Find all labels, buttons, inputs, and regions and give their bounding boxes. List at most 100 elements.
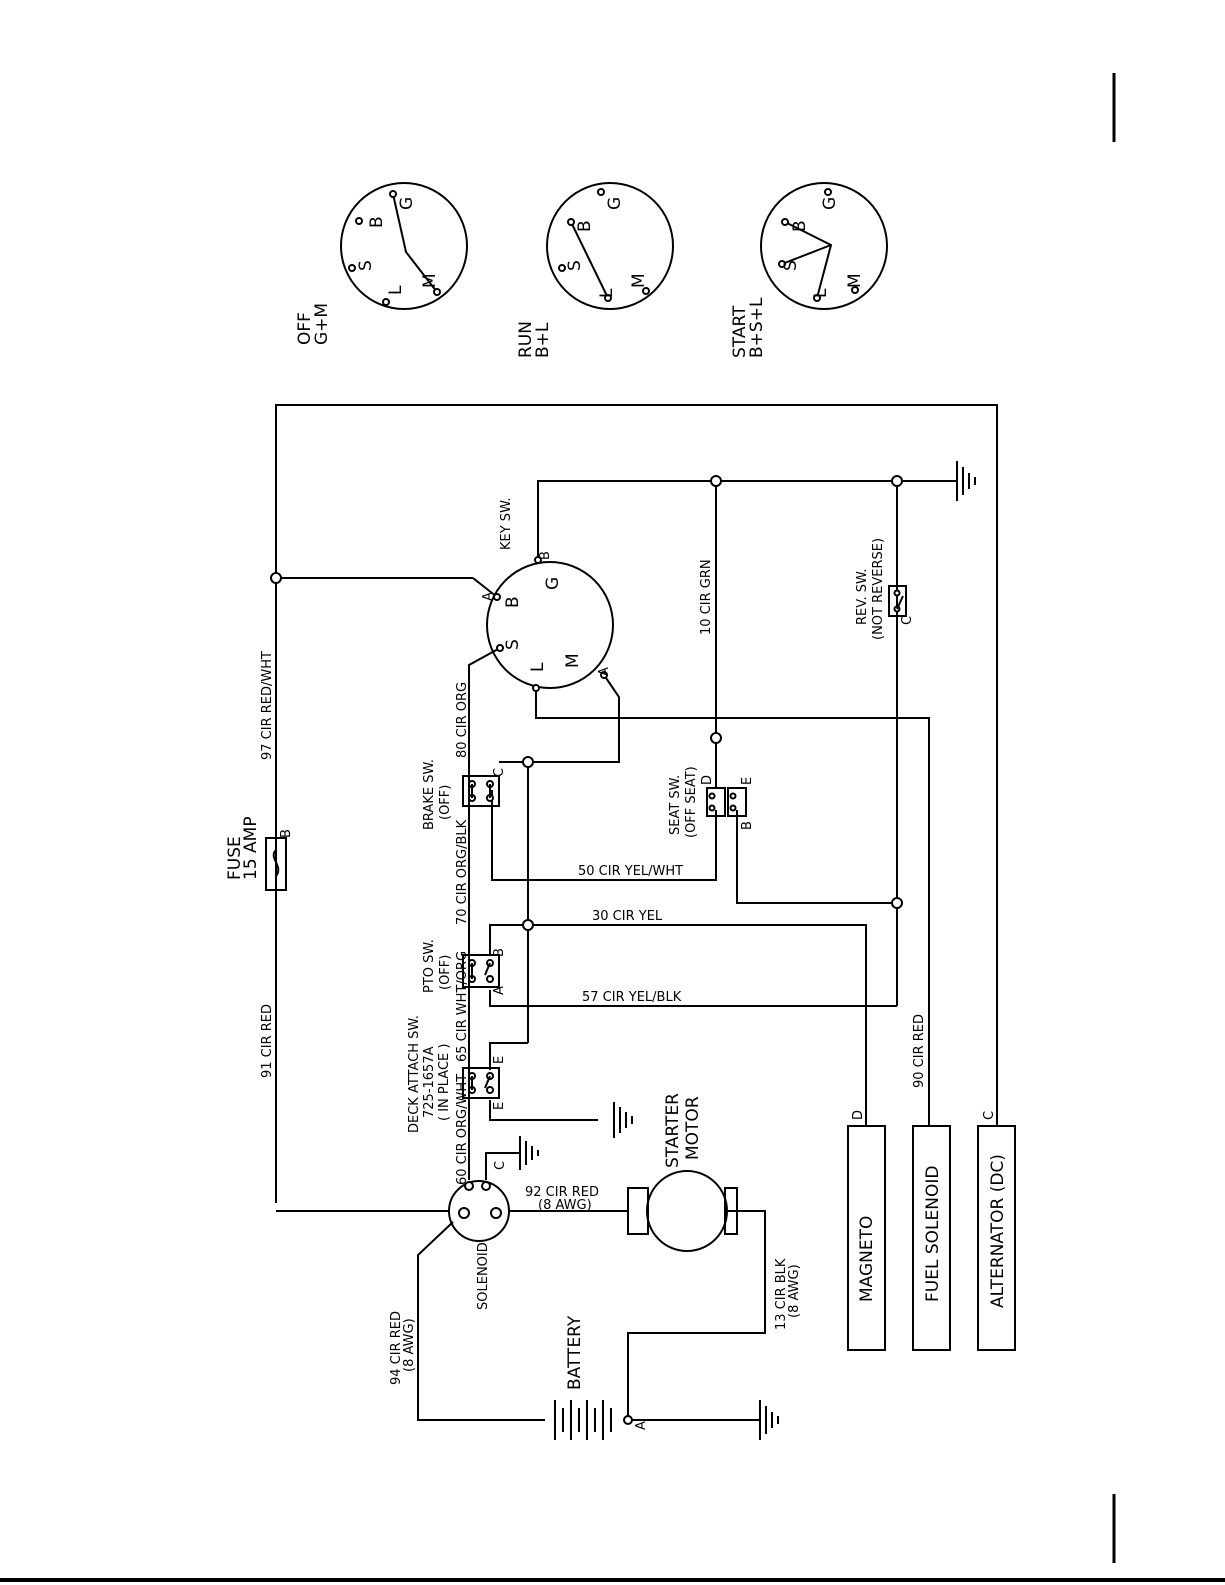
alternator-module: ALTERNATOR (DC) C bbox=[977, 1111, 1016, 1351]
seat-sw-pin-b: B bbox=[740, 821, 755, 830]
fuse: FUSE 15 AMP B bbox=[225, 816, 294, 891]
deck-sw-pin-e2: E bbox=[492, 1102, 507, 1110]
key-position-start-combo: B+S+L bbox=[747, 297, 767, 358]
key-letter-s: S bbox=[503, 639, 523, 650]
brake-sw-label-1: BRAKE SW. bbox=[422, 759, 437, 830]
starter-label-2: MOTOR bbox=[683, 1096, 703, 1160]
alternator-pin-c: C bbox=[982, 1111, 997, 1120]
rev-sw-label-2: (NOT REVERSE) bbox=[871, 538, 886, 640]
key-letter-b: B bbox=[503, 596, 523, 608]
start-letter-b: B bbox=[790, 220, 810, 232]
rev-sw-label-1: REV. SW. bbox=[855, 569, 870, 625]
rev-sw-pin-c: C bbox=[900, 616, 915, 625]
magneto-label: MAGNETO bbox=[857, 1216, 877, 1302]
off-letter-g: G bbox=[397, 197, 417, 210]
key-position-off-combo: G+M bbox=[312, 303, 332, 345]
brake-switch: BRAKE SW. (OFF) C bbox=[422, 759, 507, 830]
wire-label-94-gauge: (8 AWG) bbox=[402, 1318, 417, 1372]
key-position-off: OFF G+M B G S L M bbox=[295, 182, 468, 345]
key-position-run: RUN B+L B G S L M bbox=[516, 182, 674, 358]
battery: BATTERY A bbox=[554, 1315, 649, 1440]
wire-label-30: 30 CIR YEL bbox=[592, 909, 663, 924]
pto-sw-label-1: PTO SW. bbox=[422, 939, 437, 993]
seat-switch: SEAT SW. (OFF SEAT) D E B bbox=[668, 743, 755, 838]
key-position-start-name: START bbox=[730, 305, 750, 358]
deck-sw-label-2: 725-1657A bbox=[422, 1046, 437, 1118]
wire-labels: 97 CIR RED/WHT 91 CIR RED 94 CIR RED (8 … bbox=[260, 559, 927, 1385]
wire-label-97: 97 CIR RED/WHT bbox=[260, 651, 275, 760]
wire-label-90: 90 CIR RED bbox=[912, 1014, 927, 1088]
magneto-pin-d: D bbox=[851, 1110, 866, 1120]
off-letter-b: B bbox=[367, 216, 387, 228]
deck-attach-switch: DECK ATTACH SW. 725-1657A ( IN PLACE ) E… bbox=[407, 1015, 507, 1133]
ground-icon bbox=[759, 1400, 779, 1440]
ground-icon bbox=[613, 1102, 633, 1138]
battery-pin-a: A bbox=[634, 1421, 649, 1430]
wire-label-92: 92 CIR RED bbox=[525, 1185, 599, 1200]
key-pin-a2: A bbox=[597, 667, 612, 676]
run-letter-m: M bbox=[629, 273, 649, 288]
wire-label-80: 80 CIR ORG bbox=[455, 682, 470, 758]
wire-label-50: 50 CIR YEL/WHT bbox=[578, 864, 683, 879]
ground-icon bbox=[519, 1136, 539, 1170]
wire-label-94: 94 CIR RED bbox=[389, 1311, 404, 1385]
solenoid-pin-c: C bbox=[493, 1161, 508, 1170]
run-letter-g: G bbox=[605, 197, 625, 210]
key-switch: B G S L M KEY SW. B A A bbox=[481, 497, 614, 692]
key-position-start: START B+S+L B G S L M bbox=[730, 182, 888, 358]
alternator-label: ALTERNATOR (DC) bbox=[988, 1154, 1008, 1308]
key-pin-b: B bbox=[538, 551, 553, 560]
key-position-run-name: RUN bbox=[516, 321, 536, 358]
start-letter-m: M bbox=[845, 273, 865, 288]
fuse-label-1: FUSE bbox=[225, 836, 245, 880]
seat-sw-pin-d: D bbox=[700, 775, 715, 785]
off-letter-m: M bbox=[420, 273, 440, 288]
starter-motor: STARTER MOTOR bbox=[627, 1093, 738, 1252]
pto-sw-pin-a: A bbox=[492, 986, 507, 995]
fuel-solenoid-label: FUEL SOLENOID bbox=[923, 1166, 943, 1302]
deck-sw-label-1: DECK ATTACH SW. bbox=[407, 1015, 422, 1133]
junction-dots bbox=[270, 475, 903, 1425]
start-letter-s: S bbox=[781, 260, 801, 271]
fuel-solenoid-module: FUEL SOLENOID bbox=[912, 1125, 951, 1351]
deck-sw-pin-e1: E bbox=[492, 1056, 507, 1064]
fuse-label-2: 15 AMP bbox=[241, 816, 261, 880]
key-position-run-combo: B+L bbox=[533, 322, 553, 358]
wire-label-60: 60 CIR ORG/WHT bbox=[455, 1074, 470, 1185]
ground-icon bbox=[956, 461, 976, 501]
wire-label-92-gauge: (8 AWG) bbox=[538, 1198, 592, 1213]
start-letter-g: G bbox=[820, 197, 840, 210]
brake-sw-label-2: (OFF) bbox=[438, 785, 453, 820]
seat-sw-pin-e: E bbox=[740, 777, 755, 785]
off-letter-s: S bbox=[356, 260, 376, 271]
key-letter-l: L bbox=[528, 662, 548, 672]
off-letter-l: L bbox=[386, 285, 406, 295]
key-letter-g: G bbox=[543, 577, 563, 590]
pto-sw-pin-b: B bbox=[492, 948, 507, 957]
solenoid: SOLENOID C bbox=[448, 1161, 510, 1310]
run-letter-b: B bbox=[575, 220, 595, 232]
seat-sw-label-2: (OFF SEAT) bbox=[684, 766, 699, 838]
starter-label-1: STARTER bbox=[663, 1093, 683, 1168]
wire-label-13-gauge: (8 AWG) bbox=[787, 1264, 802, 1318]
run-letter-l: L bbox=[597, 288, 617, 298]
wire-label-65: 65 CIR WHT/ORG bbox=[455, 951, 470, 1062]
reverse-switch: REV. SW. (NOT REVERSE) C bbox=[855, 538, 915, 640]
wire-label-13: 13 CIR BLK bbox=[774, 1258, 789, 1330]
key-position-off-name: OFF bbox=[295, 312, 315, 345]
deck-sw-label-3: ( IN PLACE ) bbox=[437, 1044, 452, 1121]
key-letter-m: M bbox=[563, 653, 583, 668]
run-letter-s: S bbox=[565, 260, 585, 271]
key-pin-a1: A bbox=[481, 592, 496, 601]
wire-label-10: 10 CIR GRN bbox=[699, 559, 714, 635]
key-switch-title: KEY SW. bbox=[499, 497, 514, 550]
seat-sw-label-1: SEAT SW. bbox=[668, 775, 683, 835]
pto-sw-label-2: (OFF) bbox=[438, 955, 453, 990]
start-letter-l: L bbox=[811, 288, 831, 298]
wire-label-70: 70 CIR ORG/BLK bbox=[455, 819, 470, 925]
brake-sw-pin-c: C bbox=[492, 768, 507, 777]
wire-network bbox=[275, 404, 998, 1421]
wire-label-91: 91 CIR RED bbox=[260, 1004, 275, 1078]
ground-symbols bbox=[519, 461, 976, 1440]
